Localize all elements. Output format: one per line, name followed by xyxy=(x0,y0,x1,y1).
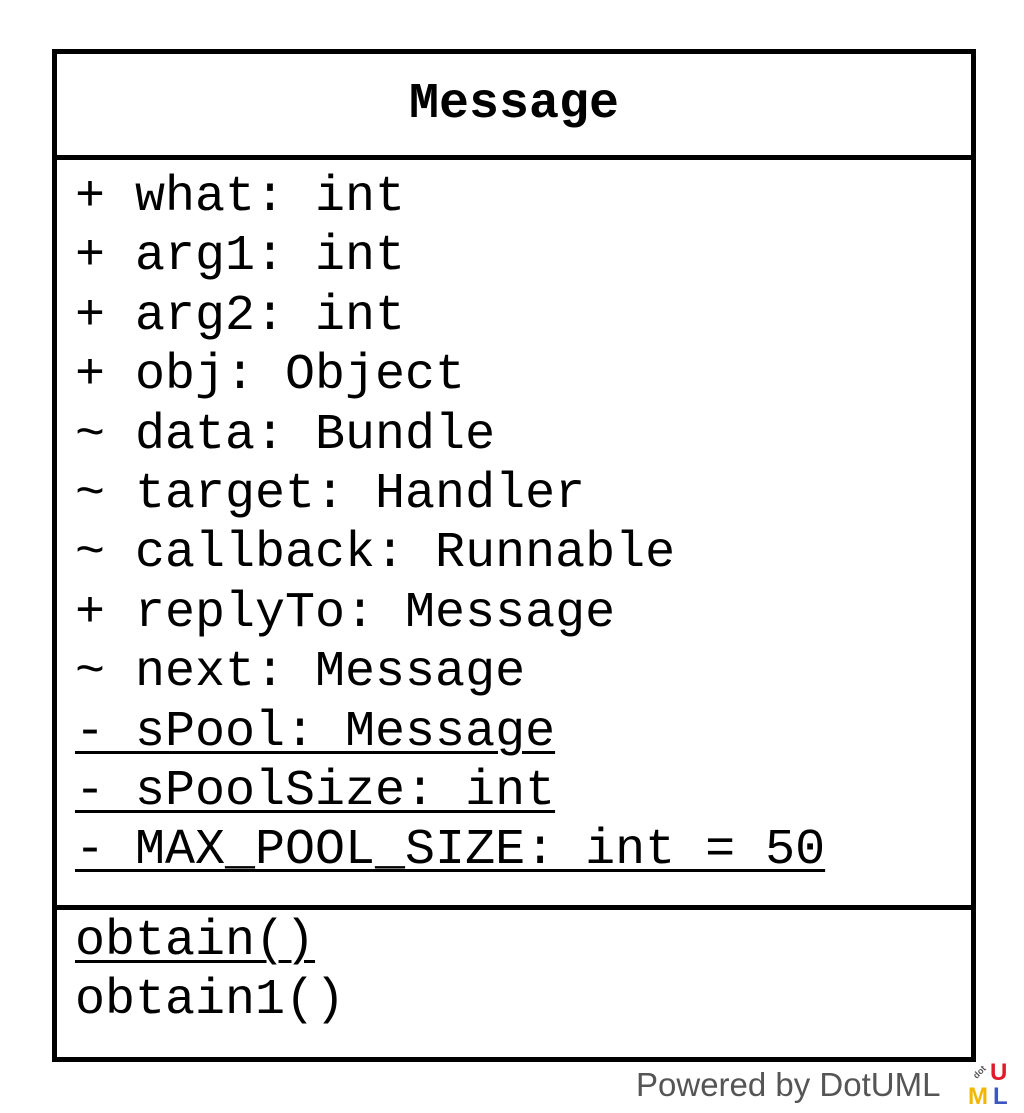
class-name: Message xyxy=(57,54,971,160)
uml-class-box: Message + what: int + arg1: int + arg2: … xyxy=(52,49,976,1062)
attribute-row: ~ data: Bundle xyxy=(75,406,496,464)
operation-row: obtain1() xyxy=(75,972,346,1030)
attribute-row: ~ callback: Runnable xyxy=(75,525,676,583)
logo-dot-text: dot xyxy=(971,1064,988,1081)
static-attribute-row: - MAX_POOL_SIZE: int = 50 xyxy=(75,822,826,880)
attribute-row: ~ target: Handler xyxy=(75,465,586,523)
attribute-row: + obj: Object xyxy=(75,347,466,405)
powered-by-text: Powered by DotUML xyxy=(636,1066,941,1103)
dotuml-logo-icon: dot U M L xyxy=(968,1059,1008,1108)
static-attribute-row: - sPoolSize: int xyxy=(75,762,556,820)
logo-letter-u: U xyxy=(990,1059,1007,1086)
powered-by-footer: Powered by DotUML dot U M L xyxy=(636,1059,1020,1110)
operations-compartment: obtain() obtain1() xyxy=(57,910,971,1031)
attributes-compartment: + what: int + arg1: int + arg2: int + ob… xyxy=(57,160,971,910)
logo-letter-m: M xyxy=(968,1083,988,1108)
static-attribute-row: - sPool: Message xyxy=(75,703,556,761)
static-operation-row: obtain() xyxy=(75,913,316,970)
attribute-row: + what: int xyxy=(75,169,406,226)
attribute-row: + replyTo: Message xyxy=(75,584,616,642)
logo-letter-l: L xyxy=(993,1083,1008,1108)
attribute-row: + arg2: int xyxy=(75,287,406,345)
attribute-row: + arg1: int xyxy=(75,228,406,286)
attribute-row: ~ next: Message xyxy=(75,644,526,702)
